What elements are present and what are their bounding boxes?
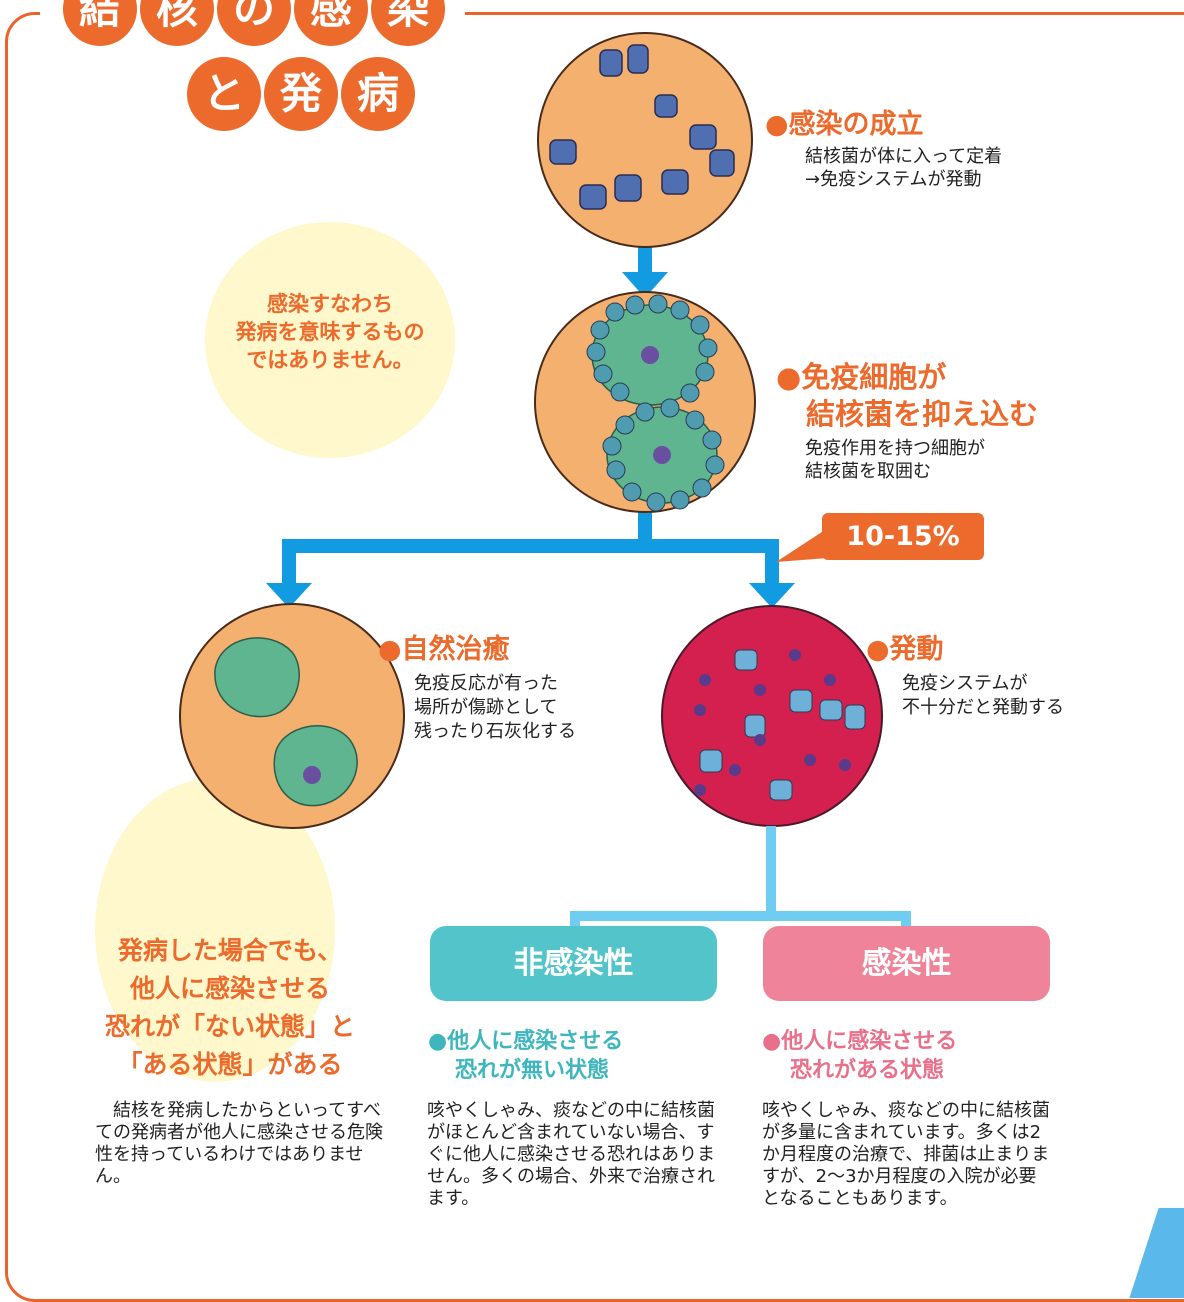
branch-right <box>765 539 779 587</box>
non-infectious-body: 咳やくしゃみ、痰などの中に結核菌がほとんど含まれていない場合、すぐに他人に感染さ… <box>427 1100 715 1209</box>
branch-bar <box>282 539 779 553</box>
bacteria-cluster <box>549 44 735 210</box>
immune-cells <box>586 294 725 512</box>
onset-bar <box>570 911 911 921</box>
callout-bottom-line: 発病した場合でも、 <box>117 936 343 965</box>
infectious-body: 咳やくしゃみ、痰などの中に結核菌が多量に含まれています。多くは2か月程度の治療で… <box>762 1100 1050 1209</box>
bacteria-dark <box>694 649 851 796</box>
callout-bottom-line: 恐れが「ない状態」と <box>104 1012 355 1041</box>
infectious-subhead: ●他人に感染させる <box>762 1029 958 1054</box>
onset-stem <box>766 826 776 916</box>
badge-pointer <box>776 528 828 562</box>
callout-top-line: ではありません。 <box>246 348 414 372</box>
arrow-shaft <box>638 245 652 273</box>
onset-desc-line: 免疫システムが <box>902 673 1028 694</box>
callout-bottom-line: 「ある状態」がある <box>117 1050 343 1079</box>
non-infectious-box: 非感染性 <box>430 926 717 1001</box>
onset-desc-line: 不十分だと発動する <box>902 697 1064 718</box>
title-char: 病 <box>341 57 415 131</box>
infection-desc-line: 結核菌が体に入って定着 <box>805 146 1003 167</box>
title-char: と <box>187 57 261 131</box>
onset-heading: ●発動 <box>866 634 944 665</box>
infectious-subhead: 恐れがある状態 <box>790 1058 945 1083</box>
non-infectious-subhead: 恐れが無い状態 <box>455 1058 610 1083</box>
callout-blob-top <box>205 222 455 458</box>
callout-top-line: 感染すなわち <box>267 292 393 316</box>
title-char: 発 <box>264 57 338 131</box>
arrow-head <box>622 272 668 298</box>
suppression-heading: ●免疫細胞が <box>776 360 947 394</box>
title-char: 結 <box>63 0 137 46</box>
suppression-desc-line: 結核菌を取囲む <box>805 461 931 482</box>
branch-left <box>282 539 296 587</box>
suppression-heading: 結核菌を抑え込む <box>806 397 1039 431</box>
callout-bottom-line: 他人に感染させる <box>129 974 330 1003</box>
infection-heading: ●感染の成立 <box>765 109 924 140</box>
natural-desc-line: 免疫反応が有った <box>414 673 558 694</box>
arrow-head-right <box>749 583 795 608</box>
percentage-badge: 10-15% <box>822 513 984 560</box>
natural-desc-line: 場所が傷跡として <box>414 697 558 718</box>
callout-bottom-body: 結核を発病したからといってすべての発病者が他人に感染させる危険性を持っているわけ… <box>95 1100 383 1187</box>
arrow-head-left <box>266 583 312 608</box>
non-infectious-subhead: ●他人に感染させる <box>428 1029 624 1054</box>
natural-desc-line: 残ったり石灰化する <box>414 721 576 742</box>
callout-bottom: 発病した場合でも、 他人に感染させる 恐れが「ない状態」と 「ある状態」がある <box>60 932 400 1084</box>
bacteria-multiplying <box>699 649 866 801</box>
callout-top-line: 発病を意味するもの <box>235 320 425 344</box>
infection-desc-line: →免疫システムが発動 <box>805 169 982 190</box>
callout-top: 感染すなわち 発病を意味するもの ではありません。 <box>195 290 465 374</box>
flow-diagram <box>95 32 911 1082</box>
natural-healing-heading: ●自然治癒 <box>378 634 510 665</box>
callout-blob-bottom <box>95 778 335 1082</box>
suppression-desc-line: 免疫作用を持つ細胞が <box>805 438 985 459</box>
infectious-box: 感染性 <box>763 926 1050 1001</box>
